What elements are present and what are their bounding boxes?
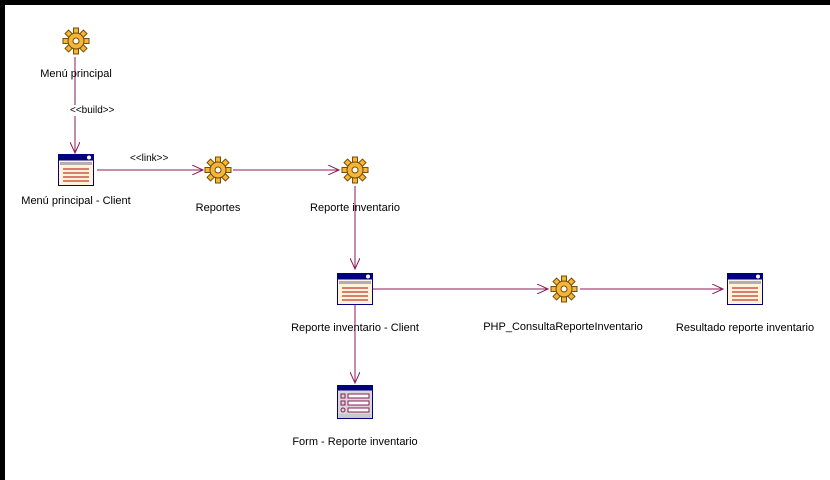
node-label-php-consulta: PHP_ConsultaReporteInventario (483, 321, 643, 333)
edge-link-stereotype: <<link>> (129, 153, 170, 164)
node-label-menu-principal: Menú principal (40, 68, 112, 80)
diagram-canvas: <<build>> <<link>> Menú principal Menú p… (4, 4, 830, 480)
gear-icon[interactable] (62, 27, 90, 55)
client-page-icon[interactable] (58, 154, 94, 186)
node-label-form: Form - Reporte inventario (292, 436, 418, 448)
gear-icon[interactable] (341, 156, 369, 184)
form-icon[interactable] (337, 385, 373, 419)
node-label-menu-principal-client: Menú principal - Client (21, 195, 131, 207)
node-label-reporte-inventario-client: Reporte inventario - Client (291, 322, 419, 334)
client-page-icon[interactable] (337, 273, 373, 305)
node-label-reporte-inventario: Reporte inventario (310, 202, 400, 214)
node-label-reportes: Reportes (195, 202, 241, 214)
edge-build-stereotype: <<build>> (69, 105, 116, 116)
connectors (5, 57, 830, 480)
gear-icon[interactable] (204, 156, 232, 184)
node-label-resultado: Resultado reporte inventario (675, 322, 815, 334)
client-page-icon[interactable] (727, 273, 763, 305)
gear-icon[interactable] (550, 275, 578, 303)
